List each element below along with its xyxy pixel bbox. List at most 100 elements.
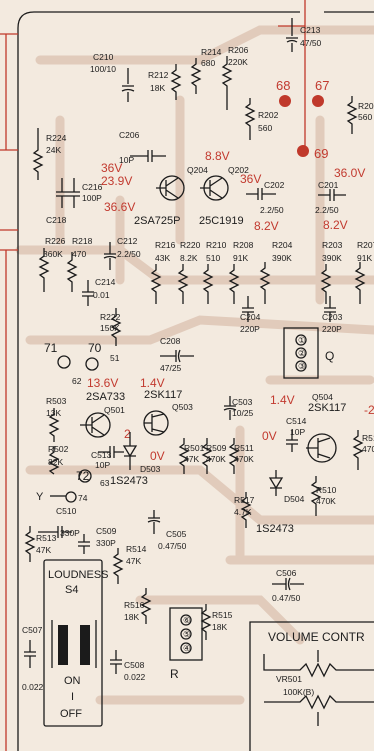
svg-text:0.47/50: 0.47/50	[158, 541, 187, 551]
pcb-traces	[15, 25, 374, 705]
svg-text:2: 2	[124, 427, 131, 441]
svg-text:R509: R509	[206, 443, 227, 453]
q202-transistor: Q202 25C1919	[199, 165, 249, 227]
c214: C214 0.01	[82, 277, 116, 306]
svg-text:Q202: Q202	[228, 165, 249, 175]
svg-text:③: ③	[298, 361, 306, 371]
svg-text:69: 69	[314, 146, 328, 161]
svg-text:Q504: Q504	[312, 392, 333, 402]
svg-text:①: ①	[298, 335, 306, 345]
svg-text:Q503: Q503	[172, 402, 193, 412]
svg-text:0V: 0V	[150, 449, 165, 463]
r220: R220 8.2K	[177, 240, 201, 304]
voltage-labels-top: 36V 23.9V 36.6V 8.8V 36V 8.2V 36.0V 8.2V	[101, 149, 365, 233]
svg-text:R222: R222	[100, 312, 121, 322]
svg-text:C206: C206	[119, 130, 140, 140]
svg-text:R206: R206	[228, 45, 249, 55]
terminal-63: 63	[100, 478, 110, 488]
svg-text:Q204: Q204	[187, 165, 208, 175]
svg-text:47/50: 47/50	[300, 38, 322, 48]
svg-text:560: 560	[258, 123, 272, 133]
svg-text:R208: R208	[233, 240, 254, 250]
svg-text:91K: 91K	[233, 253, 248, 263]
d503: D503 1S2473	[110, 432, 161, 487]
c509: C509 330P	[78, 526, 117, 554]
svg-text:1S2473: 1S2473	[256, 523, 294, 535]
r222: R222 150K	[100, 308, 122, 346]
connector-q: ① ② ③ Q	[283, 327, 334, 379]
svg-text:2.2/50: 2.2/50	[117, 249, 141, 259]
svg-text:1S2473: 1S2473	[110, 475, 148, 487]
svg-text:C507: C507	[22, 625, 43, 635]
svg-text:1.4V: 1.4V	[140, 376, 165, 390]
r513: R513 47K	[24, 526, 57, 562]
r204: R204 390K	[259, 240, 293, 304]
svg-text:R204: R204	[272, 240, 293, 250]
svg-text:47/25: 47/25	[160, 363, 182, 373]
svg-text:2SK117: 2SK117	[308, 402, 346, 414]
svg-text:D504: D504	[284, 494, 305, 504]
terminal-70: 70	[85, 341, 102, 371]
c510: C510 330P	[38, 506, 80, 538]
r200: R20 560	[346, 96, 374, 134]
svg-text:24K: 24K	[46, 145, 61, 155]
svg-text:1.4V: 1.4V	[270, 393, 295, 407]
svg-text:R207: R207	[357, 240, 374, 250]
svg-text:390K: 390K	[272, 253, 292, 263]
r510: R510 470K	[310, 476, 337, 516]
svg-text:680: 680	[201, 58, 215, 68]
svg-text:⑥: ⑥	[183, 615, 191, 625]
c507: C507 0.022	[22, 625, 44, 692]
r218: R218 470	[66, 236, 93, 292]
svg-text:LOUDNESS: LOUDNESS	[48, 569, 109, 581]
c206: C206 10P	[119, 130, 166, 165]
svg-text:D503: D503	[140, 464, 161, 474]
svg-text:2SA733: 2SA733	[86, 391, 125, 403]
svg-text:67: 67	[315, 78, 329, 93]
svg-text:510: 510	[206, 253, 220, 263]
r517: R517 4.7K	[234, 492, 255, 528]
svg-text:R218: R218	[72, 236, 93, 246]
svg-text:470K: 470K	[206, 454, 226, 464]
svg-text:82K: 82K	[48, 457, 63, 467]
r509: R509 470K	[201, 438, 227, 474]
svg-text:Q501: Q501	[104, 405, 125, 415]
r203: R203 390K	[320, 240, 343, 304]
svg-text:68: 68	[276, 78, 290, 93]
svg-text:0.47/50: 0.47/50	[272, 593, 301, 603]
svg-text:C218: C218	[46, 215, 67, 225]
svg-text:R503: R503	[46, 396, 67, 406]
svg-text:100/10: 100/10	[90, 64, 116, 74]
svg-text:2.2/50: 2.2/50	[260, 205, 284, 215]
svg-text:C505: C505	[166, 529, 187, 539]
connector-r: ⑥ ⑤ ④ R	[169, 607, 203, 681]
svg-text:47K: 47K	[126, 556, 141, 566]
volume-control: VOLUME CONTR VR501 100K(B)	[249, 621, 374, 751]
svg-text:④: ④	[183, 643, 191, 653]
svg-text:72: 72	[76, 469, 90, 483]
q204-transistor: Q204 2SA725P	[134, 165, 208, 227]
svg-text:C514: C514	[286, 416, 307, 426]
svg-text:R202: R202	[258, 110, 279, 120]
svg-text:C204: C204	[240, 312, 261, 322]
svg-text:43K: 43K	[155, 253, 170, 263]
svg-text:OFF: OFF	[60, 708, 82, 720]
c210: C210 100/10	[90, 52, 135, 102]
r216: R216 43K	[150, 240, 176, 304]
svg-text:Q: Q	[325, 349, 334, 363]
r206: R206 220K	[221, 45, 249, 110]
svg-text:470K: 470K	[316, 496, 336, 506]
svg-text:560: 560	[358, 112, 372, 122]
svg-text:R501: R501	[184, 443, 205, 453]
r207: R207 91K	[354, 240, 374, 304]
svg-text:R502: R502	[48, 444, 69, 454]
svg-text:C509: C509	[96, 526, 117, 536]
c203: C203 220P	[322, 296, 343, 334]
svg-text:R216: R216	[155, 240, 176, 250]
svg-text:470K: 470K	[234, 454, 254, 464]
svg-text:C513: C513	[91, 450, 112, 460]
svg-text:25C1919: 25C1919	[199, 215, 244, 227]
svg-text:C213: C213	[300, 25, 321, 35]
svg-text:36V: 36V	[240, 172, 261, 186]
